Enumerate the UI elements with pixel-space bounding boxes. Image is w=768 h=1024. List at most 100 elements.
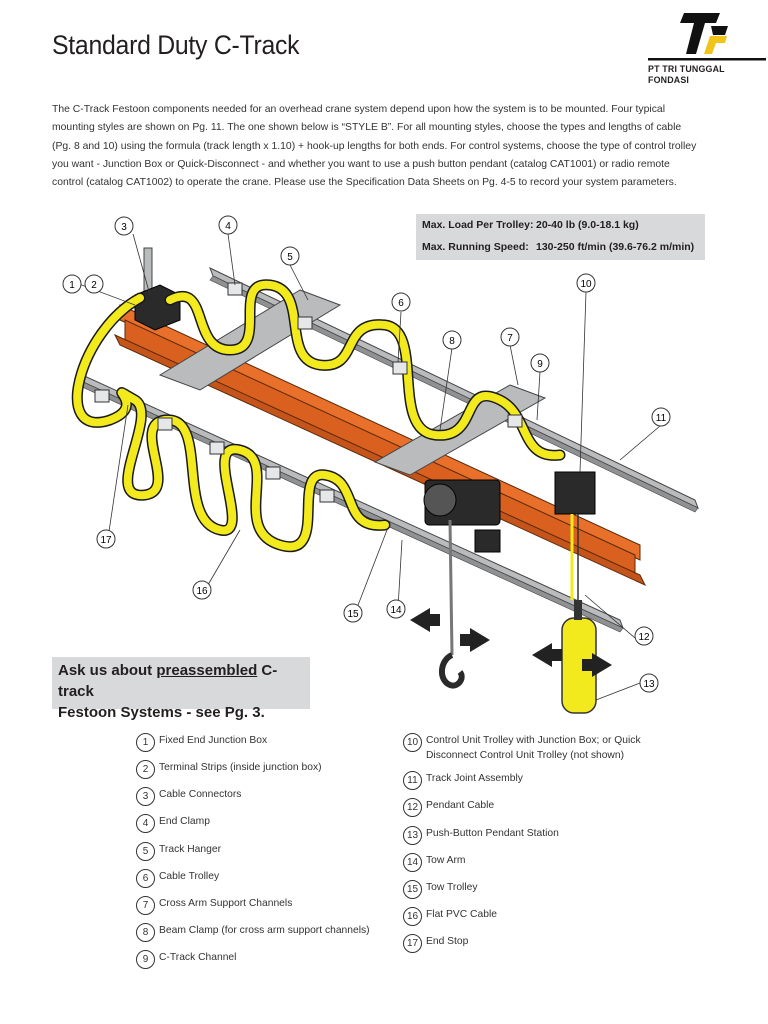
callout-12: 12 bbox=[634, 626, 654, 646]
preassembled-callout: Ask us about preassembled C-track Festoo… bbox=[52, 657, 310, 721]
legend-item-12: 12 Pendant Cable bbox=[403, 798, 494, 817]
motion-arrows bbox=[410, 608, 612, 677]
company-name: PT TRI TUNGGAL FONDASI bbox=[648, 64, 725, 86]
legend-text: Control Unit Trolley with Junction Box; … bbox=[426, 735, 641, 761]
legend-number: 13 bbox=[403, 826, 422, 845]
svg-text:3: 3 bbox=[121, 222, 127, 233]
callout-line-2: Festoon Systems - see Pg. 3. bbox=[58, 704, 265, 721]
spec-speed-label: Max. Running Speed: bbox=[422, 241, 529, 253]
legend-item-14: 14 Tow Arm bbox=[403, 853, 465, 872]
legend-number: 5 bbox=[136, 842, 155, 861]
legend-text: C-Track Channel bbox=[159, 952, 237, 963]
callout-line-1: Ask us about preassembled C-track bbox=[58, 660, 310, 702]
callout-prefix: Ask us about bbox=[58, 662, 157, 679]
svg-text:12: 12 bbox=[638, 632, 650, 643]
svg-text:2: 2 bbox=[91, 280, 97, 291]
legend-text: Cable Connectors bbox=[159, 789, 242, 800]
legend-item-2: 2 Terminal Strips (inside junction box) bbox=[136, 760, 322, 779]
svg-text:5: 5 bbox=[287, 252, 293, 263]
svg-text:13: 13 bbox=[643, 679, 655, 690]
company-logo bbox=[648, 13, 766, 61]
svg-text:9: 9 bbox=[537, 359, 543, 370]
control-unit-trolley bbox=[554, 471, 596, 600]
legend-text: Fixed End Junction Box bbox=[159, 735, 268, 746]
callout-10: 10 bbox=[576, 273, 596, 293]
festoon-system-diagram: 1 2 3 4 5 6 7 8 9 10 11 12 13 14 15 16 1… bbox=[62, 215, 699, 714]
callout-1: 1 bbox=[62, 274, 82, 294]
legend-item-1: 1 Fixed End Junction Box bbox=[136, 733, 267, 752]
svg-text:4: 4 bbox=[225, 221, 231, 232]
legend-number: 15 bbox=[403, 880, 422, 899]
leader-lines bbox=[78, 233, 661, 701]
legend-number: 7 bbox=[136, 896, 155, 915]
svg-text:1: 1 bbox=[69, 280, 75, 291]
svg-text:10: 10 bbox=[580, 279, 592, 290]
diagram-callout-circles: 1 2 3 4 5 6 7 8 9 10 11 12 13 14 15 16 1… bbox=[62, 215, 671, 693]
legend-item-17: 17 End Stop bbox=[403, 934, 468, 953]
spec-speed-row: Max. Running Speed: 130-250 ft/min (39.6-… bbox=[422, 241, 694, 253]
callout-15: 15 bbox=[343, 603, 363, 623]
legend-number: 9 bbox=[136, 950, 155, 969]
legend-text: Push-Button Pendant Station bbox=[426, 828, 559, 839]
svg-text:11: 11 bbox=[656, 413, 667, 424]
legend-number: 14 bbox=[403, 853, 422, 872]
callout-4: 4 bbox=[218, 215, 238, 235]
legend-number: 6 bbox=[136, 869, 155, 888]
callout-6: 6 bbox=[391, 292, 411, 312]
legend-number: 8 bbox=[136, 923, 155, 942]
legend-text: Cross Arm Support Channels bbox=[159, 898, 293, 909]
intro-paragraph: The C-Track Festoon components needed fo… bbox=[52, 104, 697, 189]
callout-8: 8 bbox=[442, 330, 462, 350]
legend-text: Track Hanger bbox=[159, 844, 221, 855]
callout-13: 13 bbox=[639, 673, 659, 693]
svg-text:16: 16 bbox=[196, 586, 208, 597]
svg-text:14: 14 bbox=[390, 605, 402, 616]
legend-number: 11 bbox=[403, 771, 422, 790]
svg-text:15: 15 bbox=[347, 609, 359, 620]
callout-underlined: preassembled bbox=[156, 662, 258, 679]
legend-item-13: 13 Push-Button Pendant Station bbox=[403, 826, 559, 845]
legend-number: 4 bbox=[136, 814, 155, 833]
svg-text:8: 8 bbox=[449, 336, 455, 347]
svg-text:7: 7 bbox=[507, 333, 513, 344]
legend-text: End Clamp bbox=[159, 816, 210, 827]
legend-item-4: 4 End Clamp bbox=[136, 814, 210, 833]
legend-item-5: 5 Track Hanger bbox=[136, 842, 221, 861]
legend-text: Pendant Cable bbox=[426, 800, 495, 811]
spec-load-value: 20-40 lb (9.0-18.1 kg) bbox=[536, 219, 639, 231]
svg-text:17: 17 bbox=[100, 535, 112, 546]
hoist-trolley bbox=[423, 479, 501, 689]
legend-text: Track Joint Assembly bbox=[426, 773, 523, 784]
legend-text: End Stop bbox=[426, 936, 469, 947]
callout-3: 3 bbox=[114, 216, 134, 236]
legend-text: Cable Trolley bbox=[159, 871, 220, 882]
spec-load-label: Max. Load Per Trolley: bbox=[422, 219, 534, 231]
legend-item-11: 11 Track Joint Assembly bbox=[403, 771, 523, 790]
legend-number: 2 bbox=[136, 760, 155, 779]
legend-number: 3 bbox=[136, 787, 155, 806]
callout-16: 16 bbox=[192, 580, 212, 600]
legend-text: Tow Trolley bbox=[426, 882, 478, 893]
legend-item-3: 3 Cable Connectors bbox=[136, 787, 241, 806]
legend-item-6: 6 Cable Trolley bbox=[136, 869, 219, 888]
legend-number: 16 bbox=[403, 907, 422, 926]
callout-7: 7 bbox=[500, 327, 520, 347]
callout-14: 14 bbox=[386, 599, 406, 619]
spec-load-row: Max. Load Per Trolley:20-40 lb (9.0-18.1… bbox=[422, 219, 639, 231]
cable-trolleys bbox=[94, 282, 523, 503]
legend-number: 1 bbox=[136, 733, 155, 752]
upper-c-track bbox=[209, 267, 699, 513]
callout-2: 2 bbox=[84, 274, 104, 294]
legend-number: 10 bbox=[403, 733, 422, 752]
legend-number: 17 bbox=[403, 934, 422, 953]
legend-text: Beam Clamp (for cross arm support channe… bbox=[159, 925, 370, 936]
legend-item-15: 15 Tow Trolley bbox=[403, 880, 478, 899]
legend-item-8: 8 Beam Clamp (for cross arm support chann… bbox=[136, 923, 370, 942]
legend-text: Terminal Strips (inside junction box) bbox=[159, 762, 322, 773]
spec-speed-value: 130-250 ft/min (39.6-76.2 m/min) bbox=[536, 241, 695, 253]
callout-11: 11 bbox=[651, 407, 671, 427]
legend-text: Tow Arm bbox=[426, 855, 466, 866]
legend-number: 12 bbox=[403, 798, 422, 817]
